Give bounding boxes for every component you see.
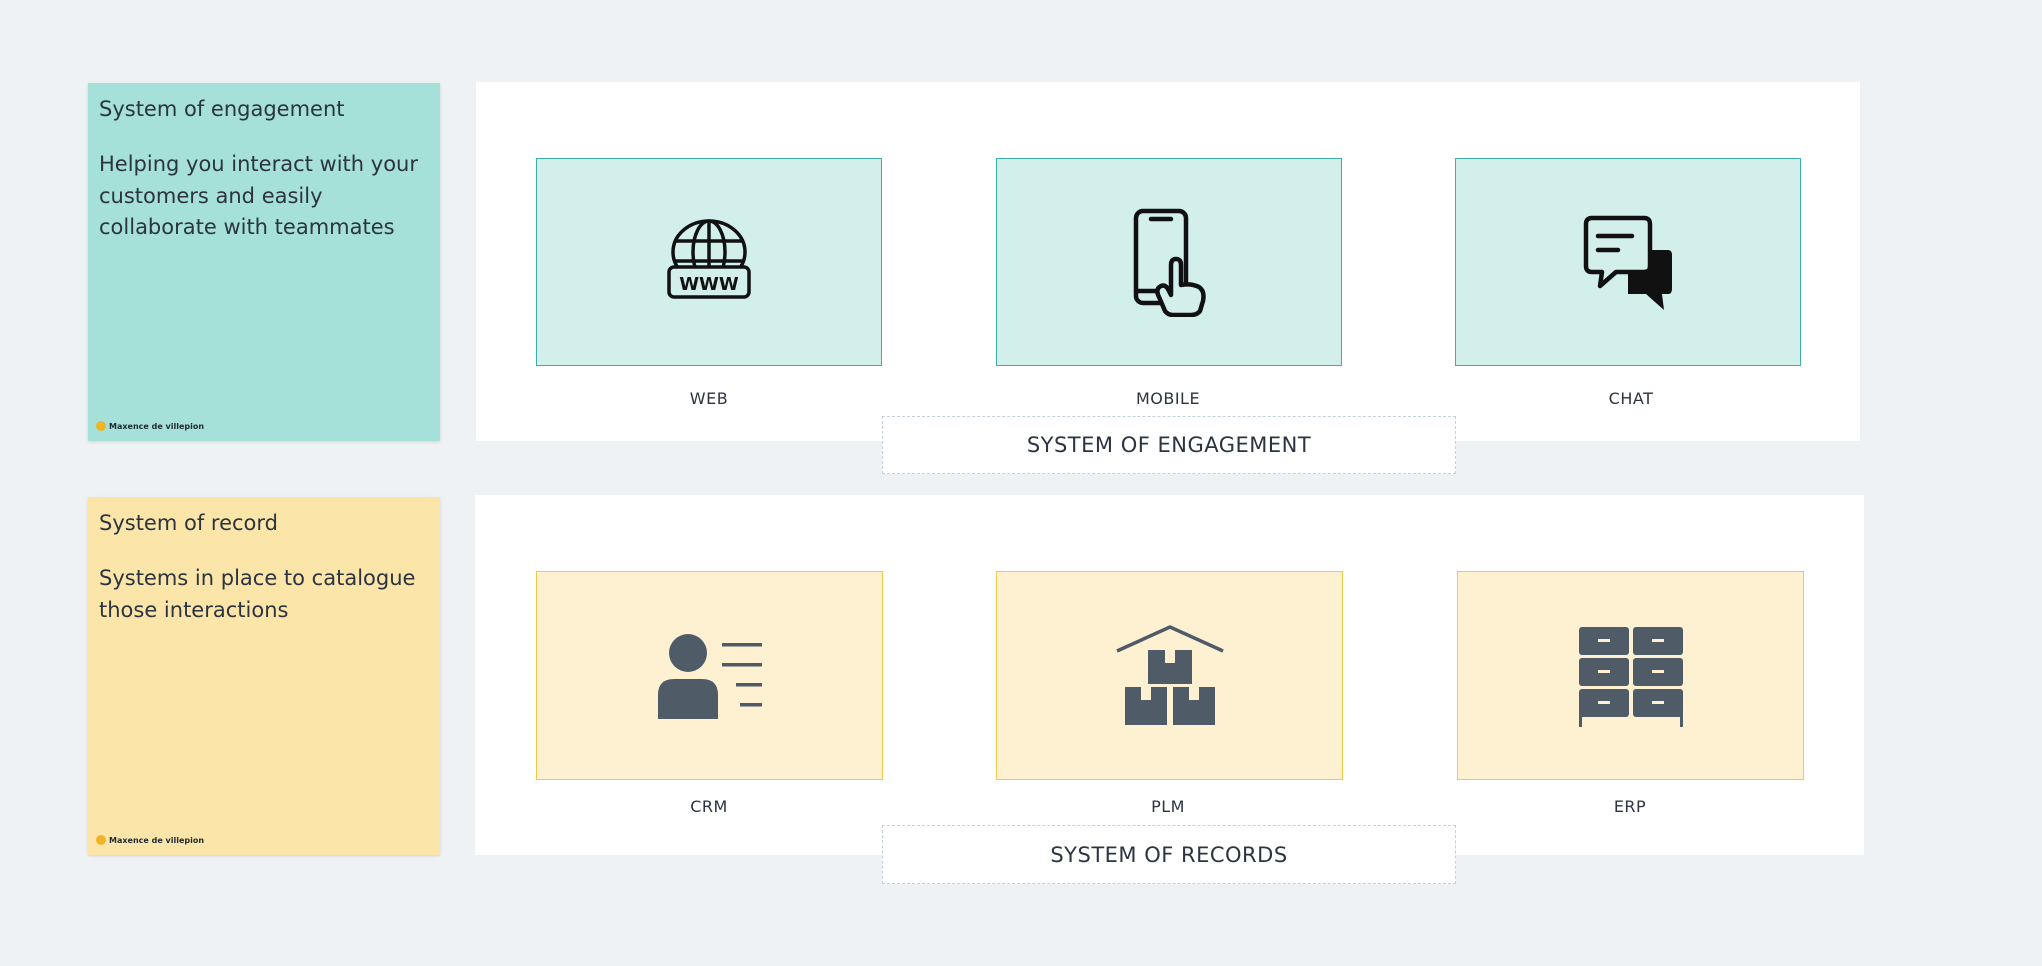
author-name: Maxence de villepion [109,835,205,845]
sticky-note-record[interactable]: System of record Systems in place to cat… [88,497,440,855]
mobile-label: MOBILE [1135,389,1201,408]
filing-cabinet-icon [1578,626,1683,727]
web-card[interactable]: WWW [536,158,882,366]
crm-label: CRM [690,797,728,816]
smartphone-touch-icon [1133,208,1206,317]
sticky-body: Helping you interact with your customers… [99,152,418,240]
chat-card[interactable] [1455,158,1801,366]
author-name: Maxence de villepion [109,421,205,431]
sticky-note-engagement[interactable]: System of engagement Helping you interac… [88,83,440,441]
svg-text:WWW: WWW [679,274,739,295]
crm-card[interactable] [536,571,883,780]
sticky-author: Maxence de villepion [96,835,204,845]
web-label: WEB [689,389,729,408]
sticky-body: Systems in place to catalogue those inte… [99,566,416,622]
system-of-records-label[interactable]: SYSTEM OF RECORDS [882,825,1456,884]
contact-card-icon [657,633,762,719]
erp-label: ERP [1613,797,1647,816]
erp-card[interactable] [1457,571,1804,780]
author-avatar-icon [96,421,106,431]
globe-www-icon: WWW [667,219,751,299]
system-of-engagement-label[interactable]: SYSTEM OF ENGAGEMENT [882,416,1456,474]
chat-label: CHAT [1608,389,1654,408]
plm-label: PLM [1151,797,1185,816]
plm-card[interactable] [996,571,1343,780]
sticky-title: System of engagement [99,97,345,121]
author-avatar-icon [96,835,106,845]
chat-bubbles-icon [1583,215,1672,310]
sticky-title: System of record [99,511,278,535]
warehouse-boxes-icon [1115,624,1224,725]
sticky-author: Maxence de villepion [96,421,204,431]
mobile-card[interactable] [996,158,1342,366]
